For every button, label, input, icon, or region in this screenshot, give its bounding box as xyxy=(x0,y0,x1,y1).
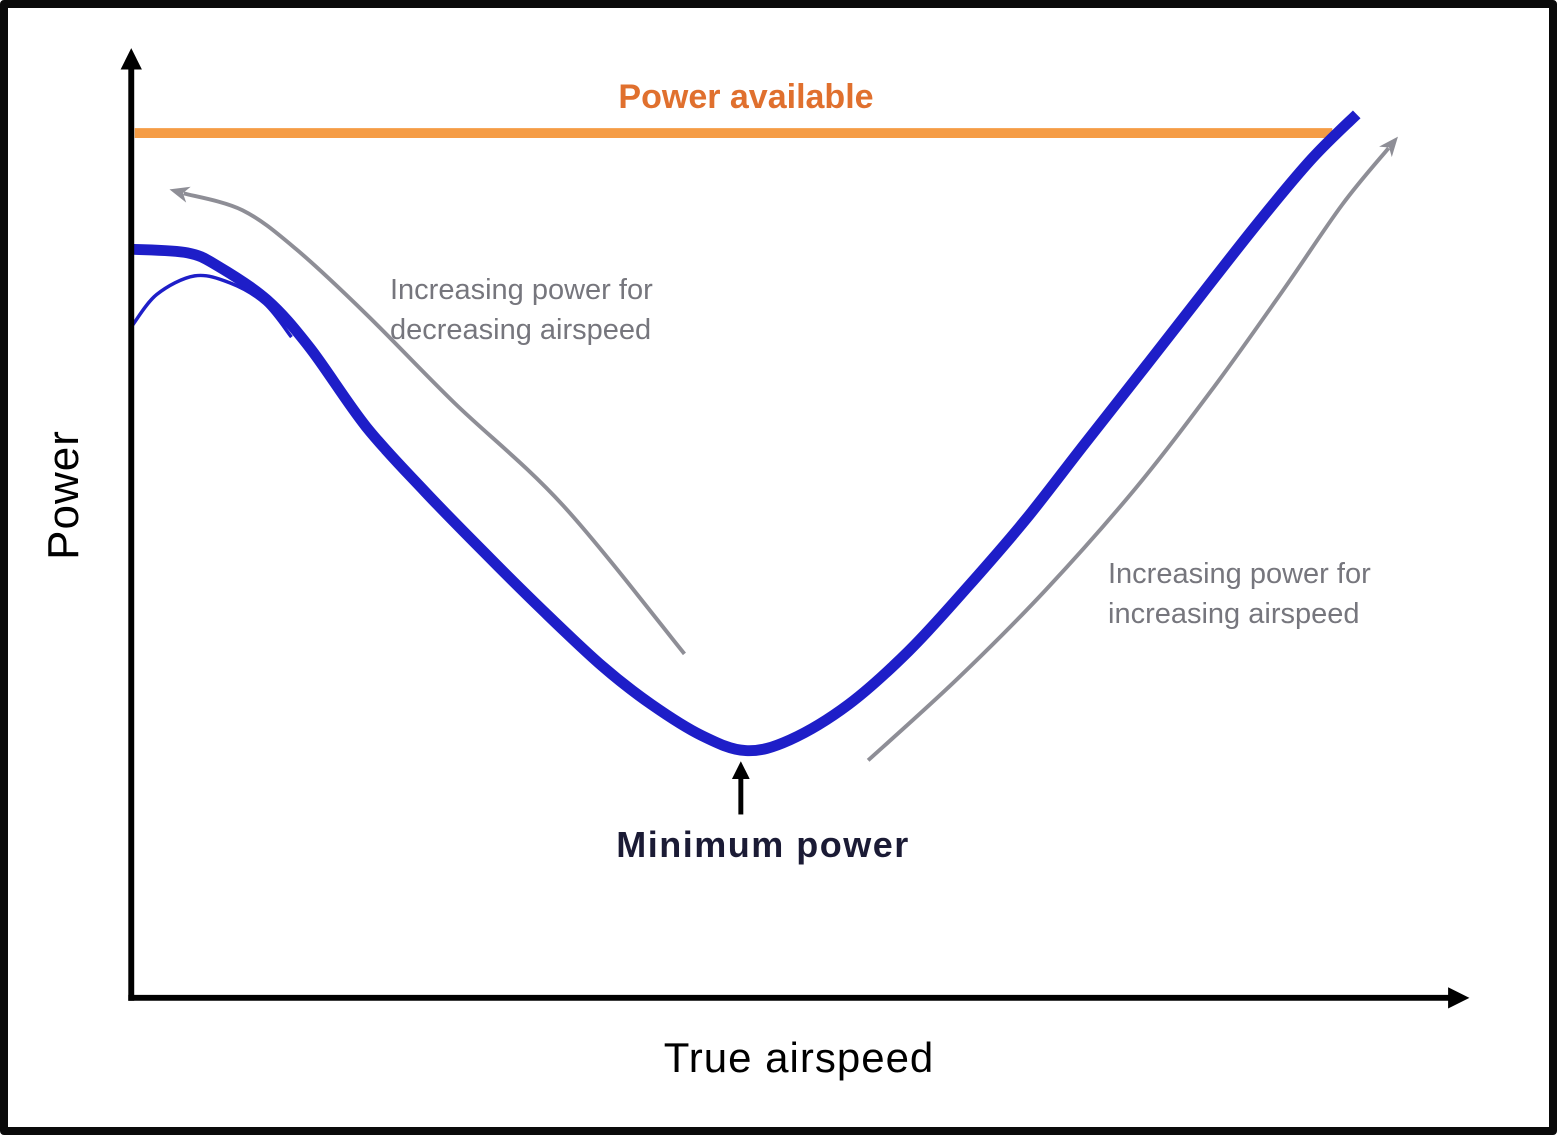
increasing-power-decreasing-airspeed-label: Increasing power for decreasing airspeed xyxy=(390,274,653,346)
minimum-power-label: Minimum power xyxy=(616,824,910,865)
increasing-airspeed-arrow xyxy=(866,136,1398,762)
power-required-sketch-line xyxy=(130,273,293,339)
power-available-label: Power available xyxy=(618,78,874,116)
decreasing-airspeed-arrow xyxy=(169,186,686,656)
power-required-curve xyxy=(131,110,1361,757)
increasing-power-increasing-airspeed-label: Increasing power for increasing airspeed xyxy=(1108,558,1371,630)
annotation-layer xyxy=(169,136,1398,815)
y-axis-label: Power xyxy=(39,430,88,560)
series-layer xyxy=(130,110,1361,757)
x-axis-label: True airspeed xyxy=(663,1034,935,1081)
power-curve-plot xyxy=(120,48,1470,1009)
